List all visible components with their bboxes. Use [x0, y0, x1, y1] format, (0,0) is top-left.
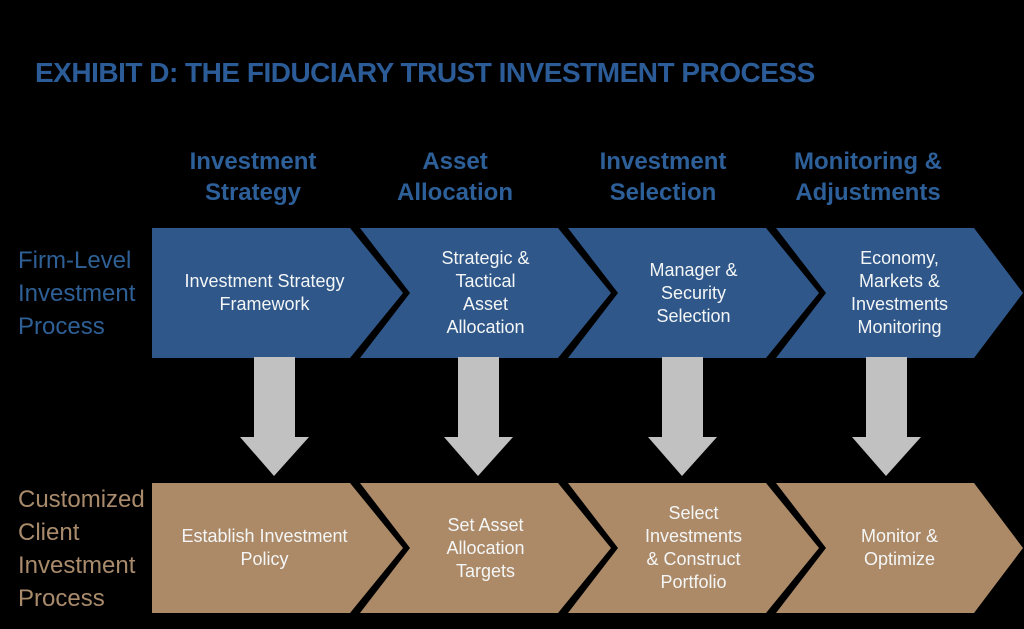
- client-step-chevron-establish-investment-policy: Establish Investment Policy: [152, 483, 403, 613]
- firm-step-chevron-investment-strategy-framework: Investment Strategy Framework: [152, 228, 403, 358]
- client-step-label: Select Investments & Construct Portfolio: [644, 503, 743, 592]
- firm-step-label: Manager & Security Selection: [649, 259, 738, 326]
- down-arrow-icon: [648, 357, 717, 476]
- down-arrow-icon: [852, 357, 921, 476]
- column-header-asset-allocation: Asset Allocation: [396, 148, 513, 206]
- firm-step-label: Economy, Markets & Investments Monitorin…: [850, 248, 949, 337]
- client-step-label: Establish Investment Policy: [181, 526, 348, 569]
- client-step-label: Set Asset Allocation Targets: [446, 514, 525, 581]
- client-step-label: Monitor & Optimize: [860, 526, 939, 569]
- column-header-investment-selection: Investment Selection: [599, 148, 727, 206]
- client-step-chevron-select-investments-construct-portfolio: Select Investments & Construct Portfolio: [568, 483, 819, 613]
- row-label-firm-level: Firm-Level Investment Process: [18, 247, 136, 340]
- down-arrow-icon: [240, 357, 309, 476]
- down-arrow-icon: [444, 357, 513, 476]
- column-header-monitoring-adjustments: Monitoring & Adjustments: [794, 148, 942, 206]
- exhibit-title: EXHIBIT D: THE FIDUCIARY TRUST INVESTMEN…: [35, 57, 815, 88]
- column-header-investment-strategy: Investment Strategy: [189, 148, 317, 206]
- row-label-customized-client: Customized Client Investment Process: [18, 486, 145, 612]
- firm-step-label: Investment Strategy Framework: [184, 271, 345, 314]
- firm-step-label: Strategic & Tactical Asset Allocation: [441, 248, 530, 337]
